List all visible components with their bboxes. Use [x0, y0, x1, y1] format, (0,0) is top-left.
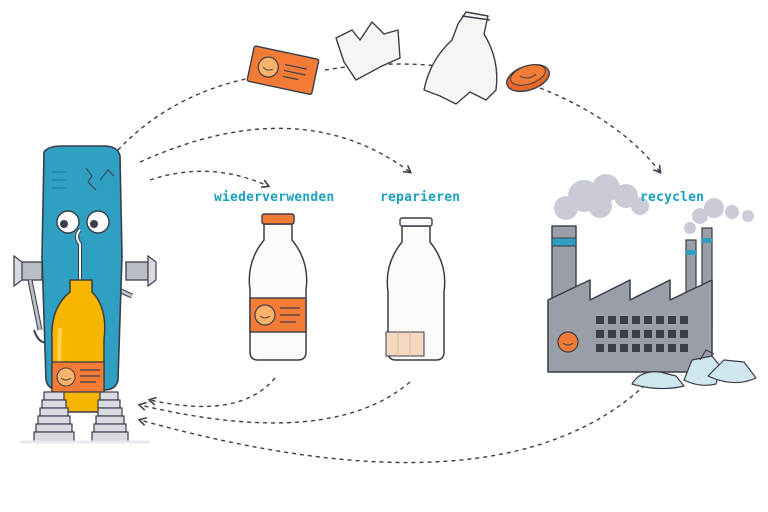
factory-smoke: [554, 174, 754, 234]
repair-bottle-icon: [385, 217, 446, 361]
factory-windows: [596, 316, 688, 352]
reuse-bottle-icon: [248, 213, 308, 361]
waste-label-card: [246, 45, 320, 96]
waste-broken-glass: [335, 21, 401, 81]
arrow-recycle-back: [137, 384, 646, 464]
arrow-robot-to-waste: [117, 77, 251, 151]
waste-broken-bottle: [423, 11, 498, 105]
arrow-repair-back: [137, 381, 411, 424]
arrow-reuse-back: [147, 377, 276, 408]
waste-bottle-cap: [506, 64, 550, 92]
arrow-to-recycle: [539, 87, 662, 175]
label-reuse: wiederverwenden: [214, 190, 335, 205]
recycling-factory-icon: [547, 174, 757, 390]
crushed-bottles: [631, 349, 757, 390]
arrow-to-repair: [139, 127, 413, 174]
arrow-to-reuse: [149, 170, 271, 188]
cycle-arrows: [117, 63, 662, 464]
robot-left-arm: [13, 254, 53, 344]
label-recycle: recyclen: [640, 190, 705, 205]
label-repair: reparieren: [380, 190, 461, 205]
bottle-robot-icon: [13, 145, 157, 444]
